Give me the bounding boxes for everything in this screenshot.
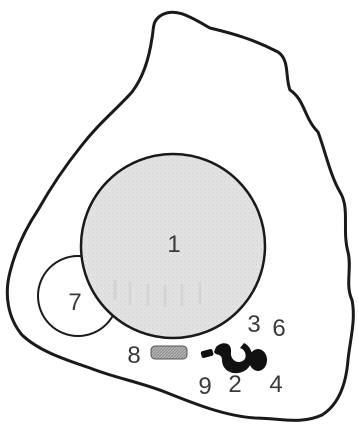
label-8: 8 bbox=[127, 342, 140, 369]
label-4: 4 bbox=[269, 371, 282, 398]
label-6: 6 bbox=[272, 315, 285, 342]
organelle-6-blob bbox=[249, 349, 267, 371]
label-1: 1 bbox=[167, 231, 180, 258]
label-9: 9 bbox=[198, 373, 211, 400]
label-7: 7 bbox=[68, 289, 81, 316]
organelle-8-bar bbox=[151, 346, 187, 359]
label-2: 2 bbox=[228, 371, 241, 398]
label-3: 3 bbox=[247, 311, 260, 338]
